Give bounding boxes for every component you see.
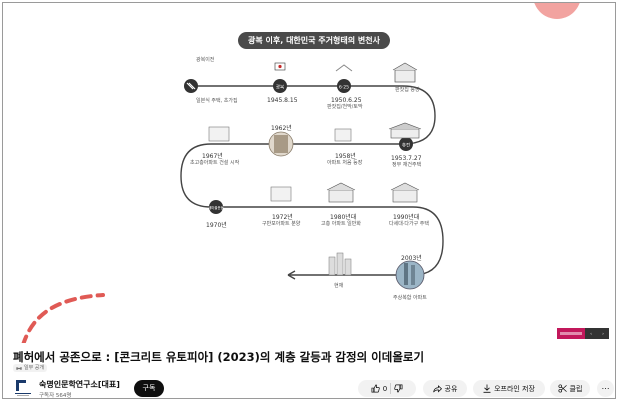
slide-control-bar[interactable]: ‹ › bbox=[557, 328, 609, 339]
node-date-n6: 1958년 bbox=[335, 153, 356, 160]
node-marker-n10 bbox=[270, 186, 292, 202]
node-desc-n4: 판잣집 등장 bbox=[395, 87, 420, 93]
node-date-n2: 1945.8.15 bbox=[267, 97, 298, 104]
link-icon bbox=[16, 366, 22, 370]
node-marker-n14 bbox=[328, 252, 352, 276]
node-marker-n11 bbox=[326, 182, 356, 203]
node-desc-n8: 초고층아파트 건설 시작 bbox=[190, 160, 240, 166]
channel-name[interactable]: 숙명인문학연구소[대표] bbox=[39, 380, 120, 389]
node-desc-n13: 주상복합 아파트 bbox=[393, 295, 427, 301]
offline-save-label: 오프라인 저장 bbox=[494, 384, 535, 393]
node-date-n12: 1990년대 bbox=[393, 214, 420, 221]
visibility-label: 일부 공개 bbox=[24, 365, 44, 371]
thumbs-down-icon bbox=[394, 384, 403, 393]
visibility-badge: 일부 공개 bbox=[13, 364, 47, 372]
node-date-n11: 1980년대 bbox=[330, 214, 357, 221]
share-button[interactable]: 공유 bbox=[423, 380, 467, 397]
clip-button[interactable]: 클립 bbox=[550, 380, 590, 397]
decor-circle bbox=[533, 3, 581, 19]
scissors-icon bbox=[557, 384, 567, 393]
video-title: 폐허에서 공존으로 : [콘크리트 유토피아] (2023)의 계층 갈등과 감… bbox=[13, 350, 425, 364]
slide-next-button[interactable]: › bbox=[597, 328, 609, 339]
thumbs-up-icon bbox=[371, 384, 380, 393]
node-date-n10: 1972년 bbox=[272, 214, 293, 221]
node-tag-n2: 광복 bbox=[276, 84, 284, 91]
more-icon: ⋯ bbox=[601, 384, 610, 393]
node-marker-n8 bbox=[208, 126, 230, 142]
dislike-button[interactable] bbox=[394, 384, 403, 393]
slide-prev-button[interactable]: ‹ bbox=[585, 328, 597, 339]
node-tag-n9: 새마을운동 bbox=[208, 205, 224, 210]
node-marker-n7 bbox=[388, 122, 422, 151]
node-date-n3: 1950.6.25 bbox=[331, 97, 362, 104]
node-tag-n7: 휴전 bbox=[402, 142, 410, 149]
node-marker-n13 bbox=[395, 260, 425, 290]
download-icon bbox=[483, 384, 491, 393]
node-date-n7: 1953.7.27 bbox=[391, 155, 422, 162]
timeline-start-icon bbox=[184, 79, 198, 93]
offline-save-button[interactable]: 오프라인 저장 bbox=[473, 380, 545, 397]
like-divider bbox=[390, 383, 392, 394]
node-desc-n7: 정부 재건주택 bbox=[392, 162, 422, 168]
channel-avatar[interactable] bbox=[13, 379, 33, 397]
video-player[interactable]: 광복 이후, 대한민국 주거형태의 변천사 bbox=[3, 3, 615, 343]
share-icon bbox=[432, 384, 442, 392]
timeline-path bbox=[180, 85, 444, 276]
decor-dashed-arc bbox=[21, 293, 105, 343]
like-count: 0 bbox=[382, 384, 388, 393]
node-date-n14: 현재 bbox=[334, 283, 344, 289]
youtube-watch-page: 광복 이후, 대한민국 주거형태의 변천사 bbox=[2, 2, 616, 399]
node-tag-n3: 6·25 bbox=[339, 85, 349, 91]
node-date-n8: 1967년 bbox=[202, 153, 223, 160]
node-marker-n2 bbox=[273, 62, 287, 93]
subscribe-button[interactable]: 구독 bbox=[134, 380, 164, 397]
more-actions-button[interactable]: ⋯ bbox=[597, 380, 614, 397]
slide-progress-bar bbox=[560, 332, 582, 335]
node-marker-n12 bbox=[390, 182, 420, 203]
clip-label: 클립 bbox=[569, 384, 583, 393]
timeline-arrow-head bbox=[287, 270, 296, 280]
node-marker-n9 bbox=[209, 200, 223, 214]
node-desc-n6: 아파트 처음 등장 bbox=[327, 160, 363, 166]
node-desc-n11: 고층 아파트 일반화 bbox=[321, 221, 361, 227]
node-desc-n3: 판잣집/천막/토막 bbox=[327, 104, 363, 110]
node-desc-n10: 구반포아파트 분양 bbox=[262, 221, 301, 227]
timeline-graphic: 광복 6·25 휴전 새마을운동 bbox=[21, 62, 444, 343]
node-marker-n6 bbox=[334, 128, 352, 142]
like-dislike-group: 0 bbox=[358, 380, 416, 397]
node-tag-n1: 광복이전 bbox=[196, 57, 215, 63]
node-marker-n4 bbox=[392, 62, 418, 83]
node-date-n5: 1962년 bbox=[271, 125, 292, 132]
like-button[interactable]: 0 bbox=[371, 384, 387, 393]
subscriber-count: 구독자 564명 bbox=[39, 393, 72, 399]
node-date-n9: 1970년 bbox=[206, 222, 227, 229]
node-date-n13: 2003년 bbox=[401, 255, 422, 262]
node-desc-n12: 다세대·다가구 주택 bbox=[389, 221, 429, 227]
node-desc-n1: 일본식 주택, 초가집 bbox=[196, 98, 238, 104]
video-header-title: 광복 이후, 대한민국 주거형태의 변천사 bbox=[238, 32, 390, 49]
channel-logo-icon bbox=[15, 380, 31, 396]
share-label: 공유 bbox=[444, 384, 458, 393]
node-marker-n3 bbox=[335, 64, 353, 93]
node-marker-n5 bbox=[268, 131, 294, 157]
